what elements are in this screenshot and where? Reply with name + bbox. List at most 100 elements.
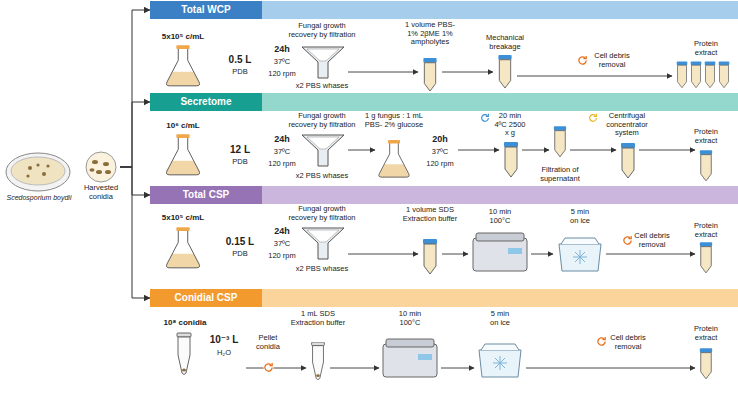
step-label: H₂O xyxy=(206,349,242,358)
step-label: 1 g fungus : 1 mL PBS- 2% glucose xyxy=(364,112,424,129)
step-label: 20h xyxy=(422,134,458,144)
step-label: 1 mL SDS Extraction buffer xyxy=(290,310,346,327)
step-label: 10⁻³ L xyxy=(206,334,242,346)
step-label: Protein extract xyxy=(686,40,726,57)
tube-icon xyxy=(700,242,712,273)
step-label: 37ºC xyxy=(264,58,300,67)
step-label: PDB xyxy=(222,68,258,77)
section-band: Secretome xyxy=(150,93,738,111)
flask-icon xyxy=(166,134,199,175)
step-label: Cell debris removal xyxy=(592,52,632,69)
eppendorf-icon xyxy=(312,342,325,380)
tube-icon xyxy=(498,55,511,88)
step-label: Protein extract xyxy=(686,128,726,145)
heating-block xyxy=(383,339,437,377)
section-band: Total CSP xyxy=(150,186,738,204)
tube-icon xyxy=(423,239,437,274)
section-title: Total WCP xyxy=(150,1,262,19)
step-label: 120 rpm xyxy=(264,252,300,261)
flow-arrows xyxy=(348,150,695,151)
step-label: 24h xyxy=(264,44,300,54)
tube-icon xyxy=(700,150,712,181)
branch-connector xyxy=(120,10,150,167)
step-label: 37ºC xyxy=(264,148,300,157)
flask-icon xyxy=(166,45,199,86)
step-label: Protein extract xyxy=(686,325,726,342)
funnel-icon xyxy=(302,47,344,78)
concentrator-icon xyxy=(621,143,635,178)
step-label: Protein extract xyxy=(686,222,726,239)
step-label: 20 min 4ºC 2500 x g xyxy=(492,112,528,138)
step-label: PDB xyxy=(222,158,258,167)
tube-icon xyxy=(691,62,702,88)
step-label: 0.5 L xyxy=(222,54,258,66)
tube-icon xyxy=(504,142,518,177)
centrifuge-icon xyxy=(588,113,597,122)
centrifuge-icon xyxy=(263,362,273,372)
tube-icon xyxy=(677,62,688,88)
step-label: Filtration of supernatant xyxy=(535,166,585,183)
step-label: Fungal growth recovery by filtration xyxy=(286,22,358,39)
organism-plate: Scedosporium boydii xyxy=(1,148,77,202)
step-label: 37ºC xyxy=(264,240,300,249)
petri-dish xyxy=(6,153,70,191)
tube-icon xyxy=(719,62,730,88)
tube-icon xyxy=(705,62,716,88)
step-label: 5 min on ice xyxy=(486,310,514,327)
centrifuge-icon xyxy=(577,55,587,65)
step-label: PDB xyxy=(222,250,258,259)
step-label: 120 rpm xyxy=(264,70,300,79)
section-title: Conidial CSP xyxy=(150,289,262,307)
step-label: Centrifugal concentrator system xyxy=(599,112,655,138)
centrifuge-icon xyxy=(622,235,632,245)
step-label: 0.15 L xyxy=(222,236,258,248)
step-label: 10⁶ c/mL xyxy=(153,121,213,130)
step-label: 5 min on ice xyxy=(566,208,594,225)
step-label: 24h xyxy=(264,134,300,144)
branch-connector xyxy=(120,167,150,195)
step-label: 5x10⁵ c/mL xyxy=(153,32,213,41)
tube-icon xyxy=(423,58,436,91)
step-label: x2 PBS whases xyxy=(286,172,358,181)
flask-icon xyxy=(166,227,199,268)
funnel-icon xyxy=(302,135,344,166)
heating-block xyxy=(473,233,527,271)
step-label: Pellet conidia xyxy=(251,334,285,351)
step-label: 5x10⁵ c/mL xyxy=(153,213,213,222)
centrifuge-icon xyxy=(596,336,606,346)
section-title: Total CSP xyxy=(150,186,262,204)
ice-box xyxy=(559,238,601,271)
step-label: 1 volume SDS Extraction buffer xyxy=(402,206,458,223)
node-label: Harvested conidia xyxy=(82,184,120,201)
step-label: 12 L xyxy=(222,144,258,156)
step-label: x2 PBS whases xyxy=(286,82,358,91)
step-label: 37ºC xyxy=(422,148,458,157)
section-band: Total WCP xyxy=(150,1,738,19)
ice-box xyxy=(479,344,521,377)
funnel-icon xyxy=(302,228,344,259)
tube-icon xyxy=(554,126,566,157)
step-label: x2 PBS whases xyxy=(286,265,358,274)
step-label: Fungal growth recovery by filtration xyxy=(286,112,358,129)
step-label: 120 rpm xyxy=(422,160,458,169)
section-band: Conidial CSP xyxy=(150,289,738,307)
step-label: Fungal growth recovery by filtration xyxy=(286,205,358,222)
step-label: 10 min 100°C xyxy=(390,310,430,327)
step-label: 10⁸ conidia xyxy=(155,318,215,327)
branch-connector xyxy=(120,167,150,298)
step-label: 120 rpm xyxy=(264,160,300,169)
branch-connector xyxy=(120,102,150,167)
centrifuge-icon xyxy=(480,113,489,122)
conidia-circle: Harvested conidia xyxy=(82,150,120,201)
step-label: 24h xyxy=(264,226,300,236)
flow-arrows xyxy=(348,72,672,76)
flask-icon xyxy=(379,140,409,177)
step-label: 10 min 100°C xyxy=(480,208,520,225)
flow-arrows xyxy=(348,254,695,255)
step-label: Cell debris removal xyxy=(608,334,648,351)
eppendorf-icon xyxy=(177,333,191,375)
step-label: Mechanical breakage xyxy=(480,34,530,51)
tube-icon xyxy=(700,348,712,379)
step-label: 1 volume PBS- 1% 2βME 1% ampholytes xyxy=(401,21,459,47)
section-title: Secretome xyxy=(150,93,262,111)
